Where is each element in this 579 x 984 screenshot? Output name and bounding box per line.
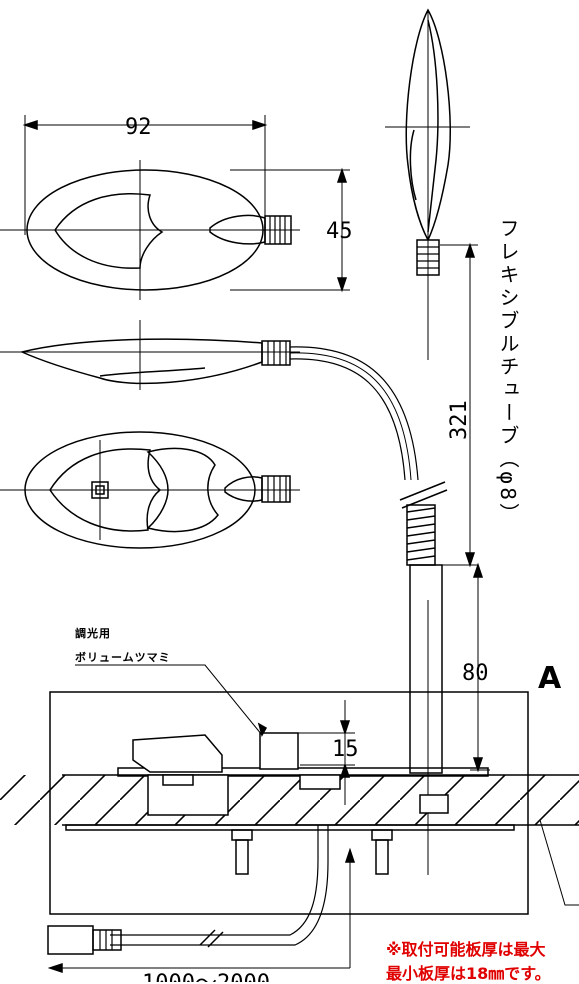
front-view bbox=[0, 431, 300, 549]
dimmer-label-line2: ボリュームツマミ bbox=[75, 650, 171, 664]
dimmer-label-line1: 調光用 bbox=[75, 626, 111, 640]
note-line1: ※取付可能板厚は最大 bbox=[386, 940, 546, 959]
vertical-view bbox=[385, 8, 490, 875]
detail-letter-a: A bbox=[538, 661, 562, 696]
side-view bbox=[0, 320, 448, 566]
detail-a bbox=[0, 664, 579, 974]
dim-45: 45 bbox=[326, 219, 353, 244]
dim-80: 80 bbox=[462, 661, 489, 686]
dim-92: 92 bbox=[125, 115, 152, 140]
dim-15: 15 bbox=[332, 737, 359, 762]
dim-321: 321 bbox=[447, 400, 472, 440]
dim-cable-length: 1000～2000 bbox=[142, 971, 270, 982]
tube-label: フレキシブルチューブ（φ8） bbox=[496, 218, 520, 526]
top-view bbox=[0, 115, 350, 300]
note-line2: 最小板厚は18㎜です。 bbox=[386, 964, 551, 983]
